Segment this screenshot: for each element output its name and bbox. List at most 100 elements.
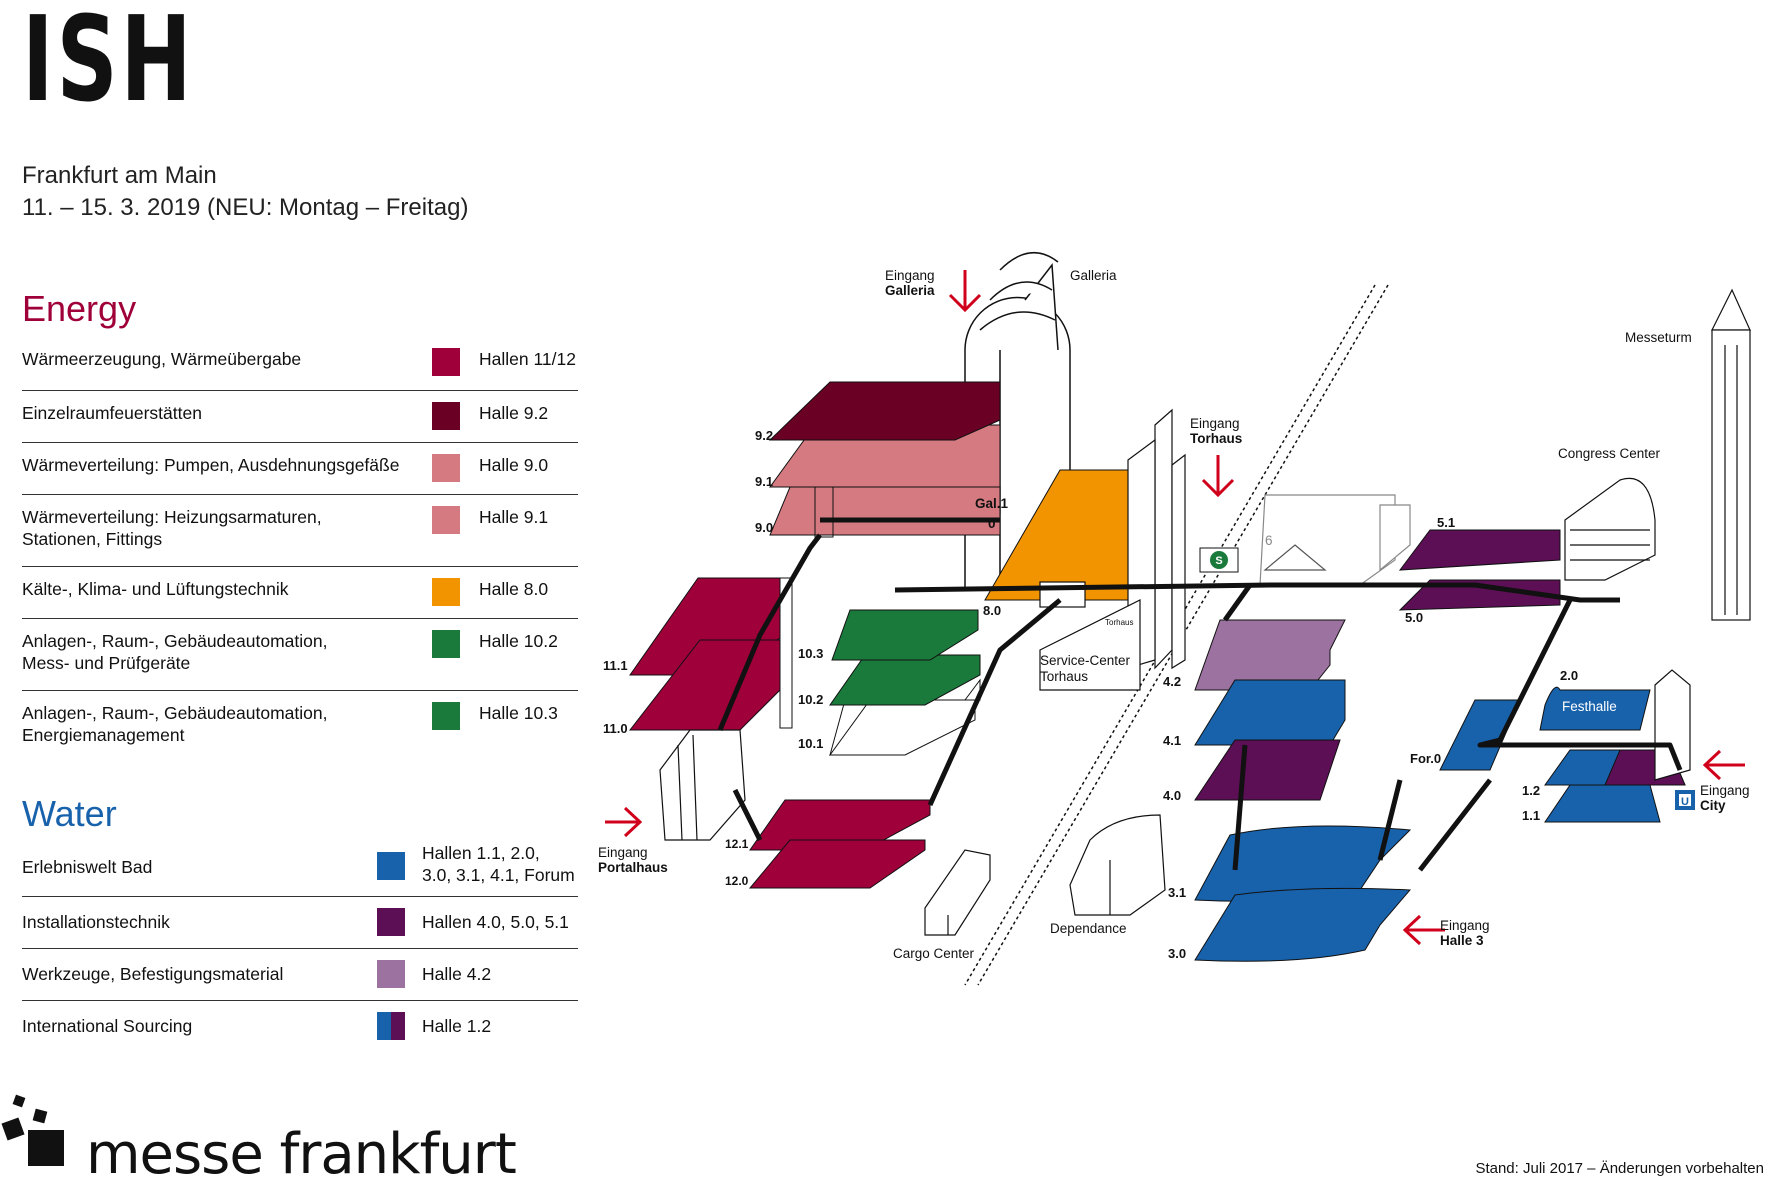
hall-10-1[interactable] bbox=[829, 699, 976, 756]
messe-frankfurt-logo-mark bbox=[1, 1094, 64, 1166]
color-swatch bbox=[432, 402, 460, 430]
legend-row: Wärmeverteilung: Heizungsarmaturen, Stat… bbox=[22, 494, 578, 567]
label-dependance: Dependance bbox=[1050, 921, 1127, 936]
service-center-building bbox=[1039, 581, 1141, 691]
color-swatch bbox=[432, 630, 460, 658]
hall-label: 8.0 bbox=[983, 603, 1001, 618]
legend-row: Erlebniswelt Bad Hallen 1.1, 2.0, 3.0, 3… bbox=[22, 838, 578, 897]
legend-hall: Halle 9.1 bbox=[479, 507, 549, 527]
hall-label: 5.0 bbox=[1405, 610, 1423, 625]
legend-row: International Sourcing Halle 1.2 bbox=[22, 1000, 578, 1052]
label-cargo-center: Cargo Center bbox=[893, 946, 975, 961]
hall-9-0[interactable] bbox=[769, 486, 1001, 536]
label-gal1: Gal.1 bbox=[975, 496, 1009, 511]
congress-center-building bbox=[1564, 477, 1656, 581]
hall-label: 9.0 bbox=[755, 520, 773, 535]
hall-label: 10.2 bbox=[798, 692, 823, 707]
label-eingang-city-1: Eingang bbox=[1700, 783, 1750, 798]
color-swatch bbox=[432, 578, 460, 606]
label-service-center-1: Service-Center bbox=[1040, 653, 1131, 668]
legend-hall: Hallen 11/12 bbox=[479, 349, 576, 369]
hall-5-1[interactable] bbox=[1398, 529, 1561, 571]
arrow-torhaus-icon bbox=[1201, 455, 1235, 498]
label-eingang-portalhaus-2: Portalhaus bbox=[598, 860, 668, 875]
dependance-building bbox=[1069, 814, 1166, 916]
hall-label: 3.1 bbox=[1168, 885, 1186, 900]
hall-9-2[interactable] bbox=[768, 381, 1001, 441]
hall-label: 5.1 bbox=[1437, 515, 1455, 530]
legend-hall: Halle 10.2 bbox=[479, 631, 558, 651]
legend-hall: Halle 9.0 bbox=[479, 455, 549, 475]
hall-label: For.0 bbox=[1410, 751, 1441, 766]
ish-logo: ISH bbox=[22, 0, 195, 128]
hall-6-construction bbox=[1259, 494, 1411, 586]
label-torhaus-small: Torhaus bbox=[1105, 618, 1133, 627]
legend-label-line2: Energiemanagement bbox=[22, 725, 185, 745]
label-festhalle: Festhalle bbox=[1562, 699, 1617, 714]
hall-3-0[interactable] bbox=[1194, 887, 1412, 962]
legend-row: Kälte-, Klima- und Lüftungstechnik Halle… bbox=[22, 566, 578, 619]
label-eingang-galleria-2: Galleria bbox=[885, 283, 935, 298]
legend-row: Einzelraumfeuerstätten Halle 9.2 bbox=[22, 390, 578, 443]
label-six: 6 bbox=[1265, 533, 1273, 548]
legend-hall: Hallen 4.0, 5.0, 5.1 bbox=[422, 912, 569, 932]
arrow-portalhaus-icon bbox=[605, 806, 643, 838]
hall-4 bbox=[1194, 619, 1346, 801]
hall-4-2[interactable] bbox=[1194, 619, 1346, 691]
hall-10-2[interactable] bbox=[829, 654, 981, 706]
hall-12-0[interactable] bbox=[748, 839, 926, 889]
hall-4-1[interactable] bbox=[1194, 679, 1346, 746]
u-bahn-icon: U bbox=[1675, 790, 1695, 810]
entrance-arrows bbox=[605, 270, 1745, 946]
legend-label: Wärmeverteilung: Heizungsarmaturen, bbox=[22, 507, 322, 527]
color-swatch bbox=[432, 702, 460, 730]
date-text: 11. – 15. 3. 2019 (NEU: Montag – Freitag… bbox=[22, 194, 469, 221]
label-eingang-torhaus-1: Eingang bbox=[1190, 416, 1240, 431]
hall-10-3[interactable] bbox=[831, 609, 979, 661]
label-eingang-galleria-1: Eingang bbox=[885, 268, 935, 283]
color-swatch bbox=[432, 348, 460, 376]
legend-label: Anlagen-, Raum-, Gebäudeautomation, bbox=[22, 631, 328, 651]
legend-row: Anlagen-, Raum-, Gebäudeautomation, Mess… bbox=[22, 618, 578, 691]
legend-label: Werkzeuge, Befestigungsmaterial bbox=[22, 964, 284, 984]
legend-label-line2: Stationen, Fittings bbox=[22, 529, 163, 549]
hall-12-1[interactable] bbox=[749, 799, 931, 851]
city-text: Frankfurt am Main bbox=[22, 162, 217, 189]
arrow-city-icon bbox=[1702, 749, 1745, 781]
legend-label: Kälte-, Klima- und Lüftungstechnik bbox=[22, 579, 289, 599]
hall-label: 4.0 bbox=[1163, 788, 1181, 803]
color-swatch bbox=[377, 908, 405, 936]
legend-label: Erlebniswelt Bad bbox=[22, 857, 153, 877]
label-eingang-portalhaus-1: Eingang bbox=[598, 845, 648, 860]
color-swatch bbox=[432, 506, 460, 534]
hall-1-1[interactable] bbox=[1544, 784, 1661, 823]
messeturm-building bbox=[1711, 288, 1751, 621]
festhalle[interactable] bbox=[1539, 686, 1651, 731]
hall-label: 1.1 bbox=[1522, 808, 1540, 823]
u-bahn-label: U bbox=[1681, 796, 1689, 808]
hall-12 bbox=[748, 799, 931, 889]
legend-label: Anlagen-, Raum-, Gebäudeautomation, bbox=[22, 703, 328, 723]
legend-hall: Halle 9.2 bbox=[479, 403, 549, 423]
footer-note: Stand: Juli 2017 – Änderungen vorbehalte… bbox=[1475, 1160, 1764, 1177]
energy-section-title: Energy bbox=[22, 288, 137, 329]
legend-row: Installationstechnik Hallen 4.0, 5.0, 5.… bbox=[22, 896, 578, 949]
forum-0[interactable] bbox=[1439, 699, 1521, 771]
legend-label-line2: Mess- und Prüfgeräte bbox=[22, 653, 191, 673]
legend-row: Wärmeerzeugung, Wärmeübergabe Hallen 11/… bbox=[22, 338, 578, 391]
legend-hall-line2: 3.0, 3.1, 4.1, Forum bbox=[422, 865, 575, 885]
legend-label: Einzelraumfeuerstätten bbox=[22, 403, 202, 423]
legend-hall: Halle 10.3 bbox=[479, 703, 558, 723]
label-eingang-halle3-2: Halle 3 bbox=[1440, 933, 1484, 948]
legend-label: Installationstechnik bbox=[22, 912, 170, 932]
hall-label: 12.0 bbox=[725, 874, 749, 888]
hall-label: 9.2 bbox=[755, 428, 773, 443]
color-swatch bbox=[377, 960, 405, 988]
label-eingang-city-2: City bbox=[1700, 798, 1726, 813]
hall-4-0[interactable] bbox=[1194, 739, 1341, 801]
hall-5 bbox=[1398, 529, 1561, 611]
hall-label: 12.1 bbox=[725, 837, 749, 851]
legend-row: Werkzeuge, Befestigungsmaterial Halle 4.… bbox=[22, 948, 578, 1001]
hall-10 bbox=[829, 609, 981, 756]
